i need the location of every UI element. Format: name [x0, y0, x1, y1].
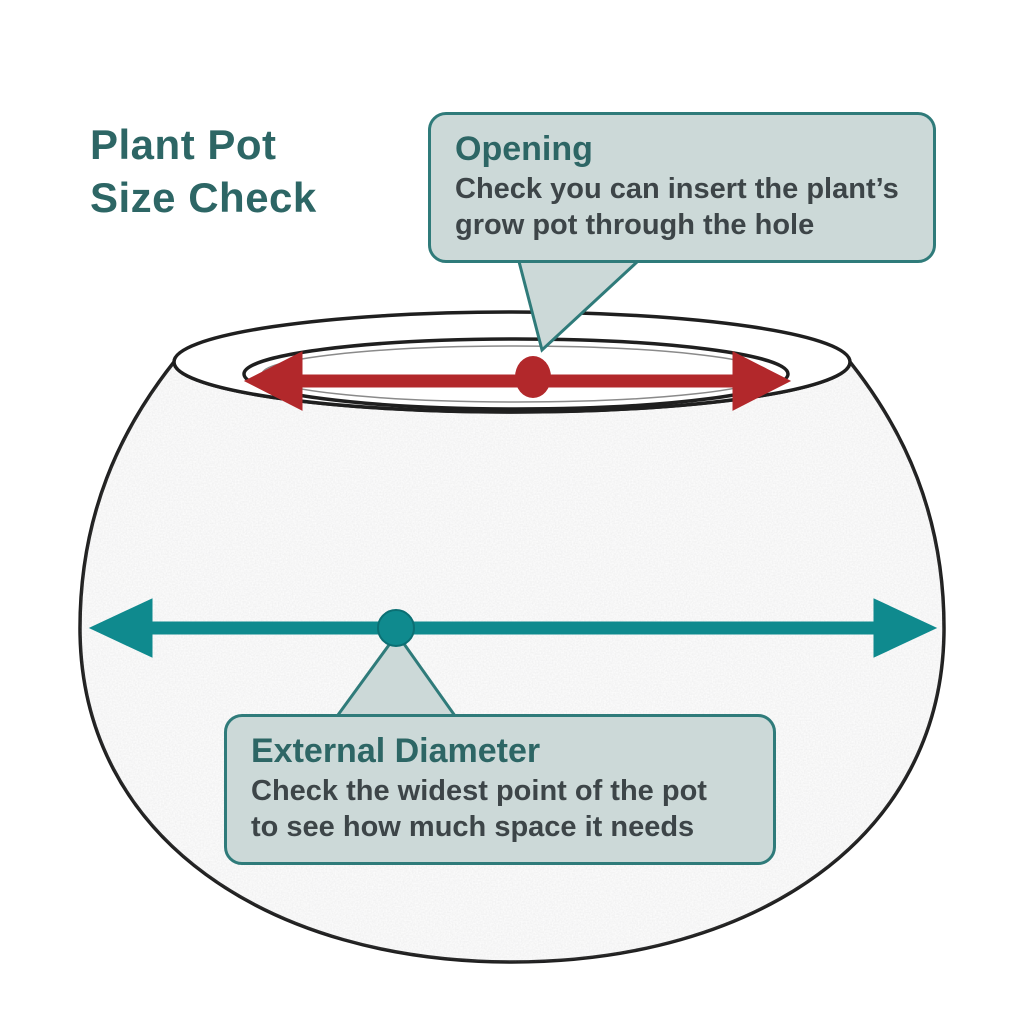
- page-title-line-1: Plant Pot: [90, 121, 277, 168]
- external-diameter-callout-heading: External Diameter: [251, 732, 541, 770]
- opening-midpoint-dot: [515, 356, 551, 398]
- opening-callout-heading: Opening: [455, 130, 593, 168]
- opening-arrow-left-head: [243, 351, 303, 411]
- page-title: Plant Pot Size Check: [90, 118, 317, 225]
- diameter-arrow-right-head: [873, 598, 938, 658]
- diameter-midpoint-dot: [377, 609, 415, 647]
- page-title-line-2: Size Check: [90, 174, 317, 222]
- external-diameter-callout: External Diameter Check the widest point…: [224, 714, 776, 865]
- external-diameter-arrow: [88, 598, 938, 658]
- external-diameter-callout-body: Check the widest point of the pot to see…: [251, 774, 707, 843]
- diameter-arrow-left-head: [88, 598, 153, 658]
- opening-arrow-right-head: [732, 351, 792, 411]
- pot-texture: [80, 362, 944, 962]
- opening-callout: Opening Check you can insert the plant’s…: [428, 112, 936, 263]
- opening-callout-body: Check you can insert the plant’s grow po…: [455, 172, 899, 241]
